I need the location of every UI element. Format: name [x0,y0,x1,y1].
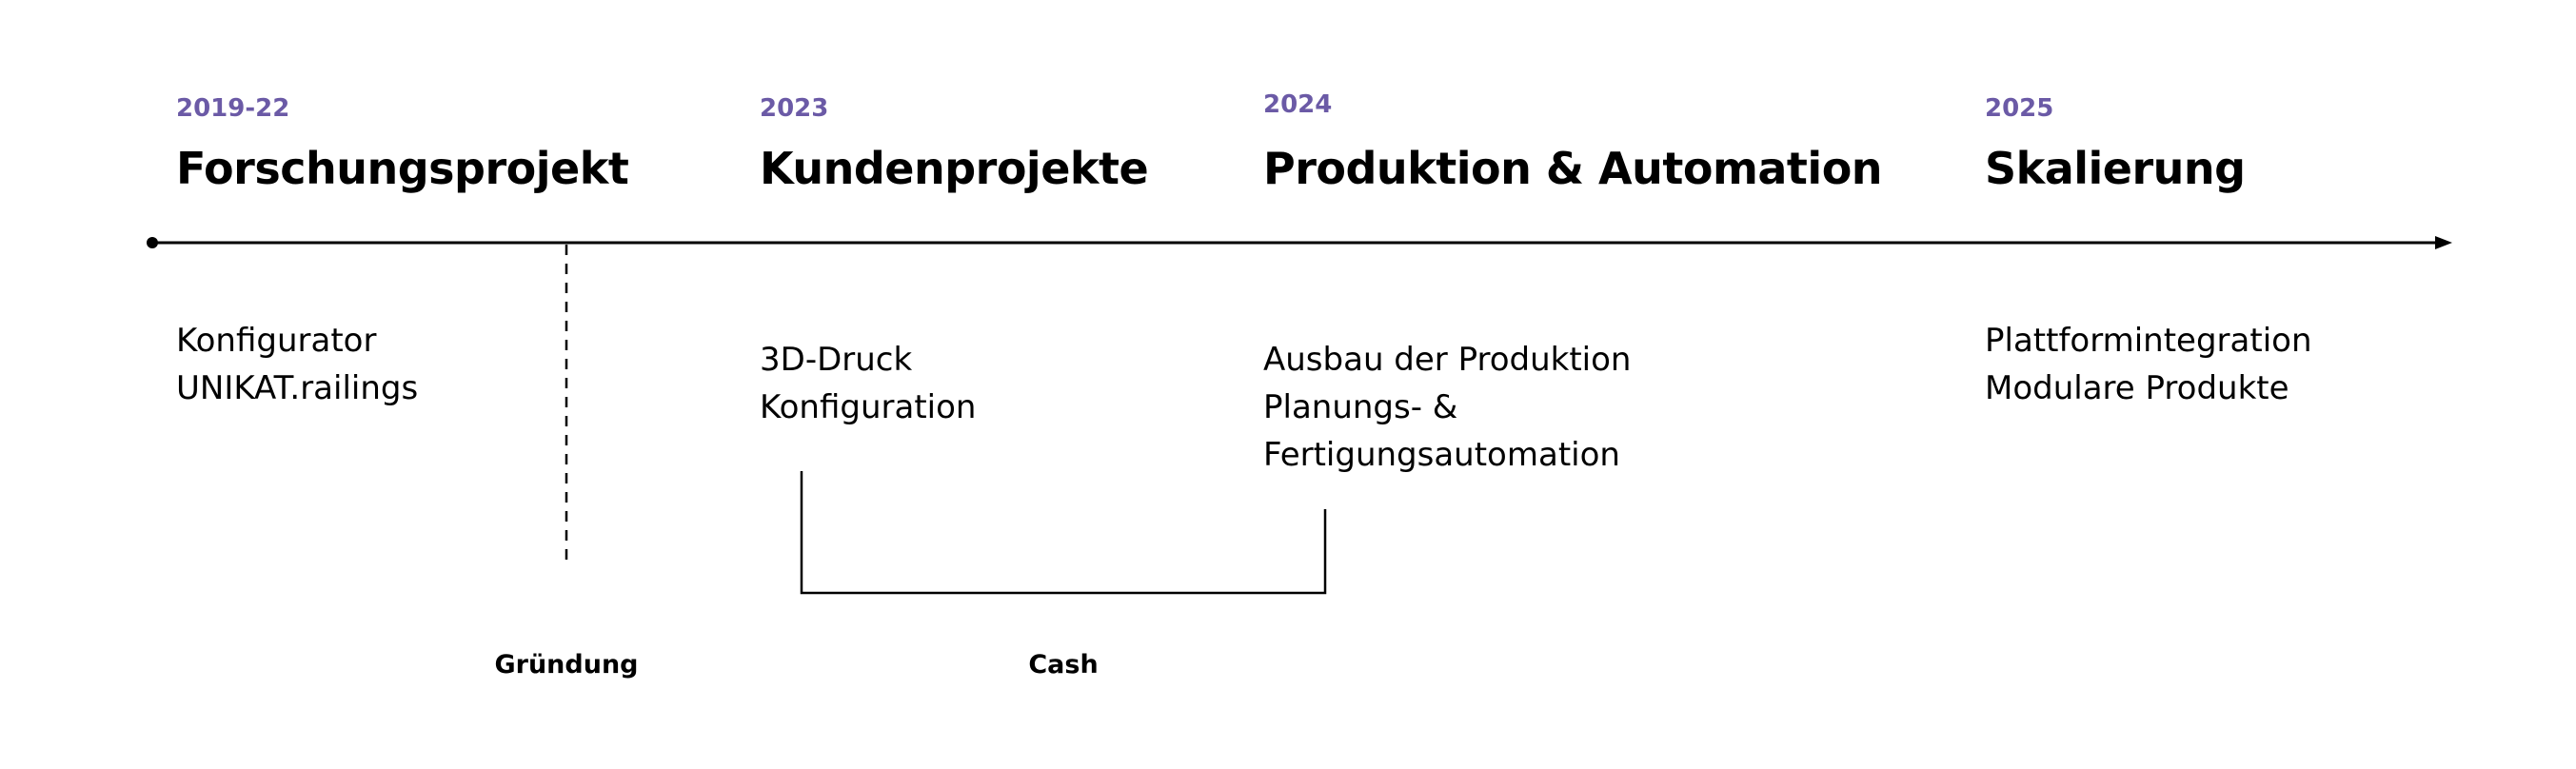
phase-item: Ausbau der Produktion [1263,341,1632,379]
phase-item: 3D-Druck [760,341,913,379]
phase-item: Planungs- & [1263,388,1458,426]
phase-item: Modulare Produkte [1985,369,2289,407]
phase-item: Konfiguration [760,388,977,426]
phase-title-forschungsprojekt: Forschungsprojekt [176,143,629,194]
phase-items-produktion-automation: Ausbau der Produktion Planungs- & Fertig… [1263,336,1631,479]
phase-items-skalierung: Plattformintegration Modulare Produkte [1985,317,2312,412]
phase-year-2023: 2023 [760,94,829,123]
phase-year-2024: 2024 [1263,90,1333,119]
timeline-start-dot [147,237,158,248]
phase-year-2025: 2025 [1985,94,2054,123]
phase-item: Konfigurator [176,322,377,360]
timeline-arrowhead [2435,236,2452,249]
founding-label: Gründung [494,650,639,680]
phase-items-kundenprojekte: 3D-Druck Konfiguration [760,336,976,431]
cash-bracket [800,471,1327,595]
phase-title-kundenprojekte: Kundenprojekte [760,143,1149,194]
phase-items-forschungsprojekt: Konfigurator UNIKAT.railings [176,317,418,412]
phase-item: UNIKAT.railings [176,369,419,407]
phase-item: Fertigungsautomation [1263,436,1620,474]
phase-title-skalierung: Skalierung [1985,143,2246,194]
cash-label: Cash [1028,650,1099,680]
phase-year-2019-22: 2019-22 [176,94,290,123]
phase-item: Plattformintegration [1985,322,2312,360]
phase-title-produktion-automation: Produktion & Automation [1263,143,1883,194]
